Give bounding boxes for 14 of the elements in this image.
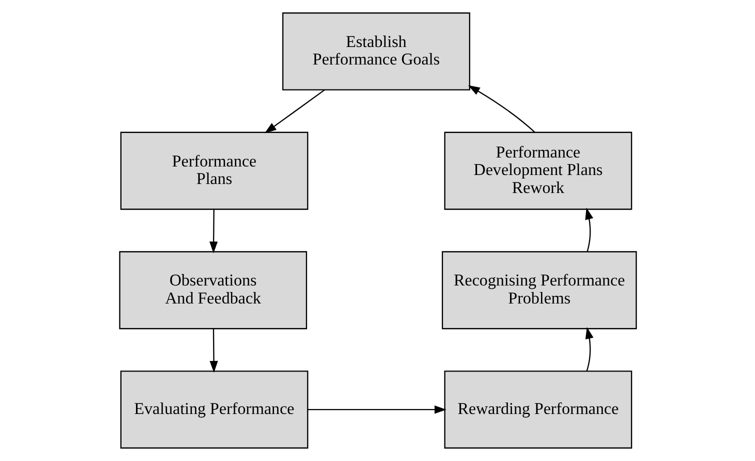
arrow (307, 405, 446, 414)
arrow (208, 209, 218, 254)
arrow (468, 85, 535, 133)
node-box: Rewarding Performance (444, 370, 632, 449)
node-box: Observations And Feedback (118, 251, 307, 330)
node-box: Evaluating Performance (120, 370, 308, 449)
node-box: Recognising Performance Problems (441, 251, 636, 330)
arrow (584, 326, 593, 372)
arrow (209, 328, 218, 373)
node-box: Establish Performance Goals (282, 12, 470, 90)
node-box: Performance Development Plans Rework (444, 132, 632, 210)
node-box: Performance Plans (120, 132, 308, 210)
arrow (584, 208, 593, 252)
arrow (264, 89, 324, 134)
